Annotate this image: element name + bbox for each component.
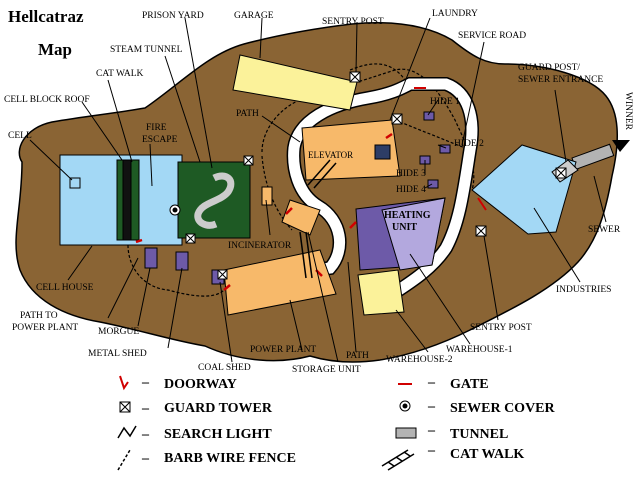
label-hide-3: HIDE 3	[396, 169, 426, 179]
cell-house-building	[59, 154, 183, 246]
label-path-bottom: PATH	[346, 351, 369, 361]
guard-towers	[185, 71, 567, 280]
svg-text:–: –	[427, 399, 436, 414]
label-heating-unit-1: HEATING	[384, 210, 431, 221]
label-cell-house: CELL HOUSE	[36, 283, 94, 293]
label-path-to-power-plant-1: PATH TO	[20, 311, 58, 321]
map-labels: PRISON YARD GARAGE SENTRY POST LAUNDRY S…	[4, 9, 633, 375]
incinerator	[261, 186, 273, 206]
legend-barb-wire-fence: BARB WIRE FENCE	[164, 451, 296, 466]
legend-search-light: SEARCH LIGHT	[164, 427, 272, 442]
label-warehouse-1: WAREHOUSE-1	[446, 345, 513, 355]
label-guard-post: GUARD POST/	[518, 63, 580, 73]
legend-cat-walk-icon	[381, 449, 415, 471]
gates	[414, 87, 487, 211]
legend-tunnel: TUNNEL	[450, 427, 508, 442]
label-fire-escape-2: ESCAPE	[142, 135, 178, 145]
morgue	[144, 247, 158, 269]
legend-search-light-icon	[117, 425, 137, 439]
label-sewer: SEWER	[588, 225, 621, 235]
elevator	[374, 144, 391, 160]
leader-lines	[29, 17, 607, 363]
label-garage: GARAGE	[234, 11, 274, 21]
legend-sewer-cover: SEWER COVER	[450, 401, 556, 416]
sewer-covers	[169, 204, 181, 216]
label-storage-unit: STORAGE UNIT	[292, 365, 361, 375]
label-path-to-power-plant-2: POWER PLANT	[12, 323, 78, 333]
label-incinerator: INCINERATOR	[228, 241, 292, 251]
industries-building	[471, 144, 577, 235]
svg-text:–: –	[141, 401, 150, 416]
label-metal-shed: METAL SHED	[88, 349, 147, 359]
cat-walks	[299, 159, 337, 279]
cell	[69, 177, 81, 189]
svg-text:–: –	[141, 451, 150, 466]
svg-text:–: –	[141, 427, 150, 442]
legend-doorway: DOORWAY	[164, 377, 237, 392]
label-fire-escape-1: FIRE	[146, 123, 167, 133]
legend-gate: GATE	[450, 377, 489, 392]
legend-doorway-icon	[119, 375, 129, 391]
label-sentry-post-top: SENTRY POST	[322, 17, 384, 27]
metal-shed	[175, 251, 189, 271]
svg-text:–: –	[427, 443, 436, 458]
label-heating-unit-2: UNIT	[392, 222, 417, 233]
map-subtitle: Map	[38, 40, 72, 59]
label-warehouse-2: WAREHOUSE-2	[386, 355, 453, 365]
legend-barb-wire-icon	[117, 449, 131, 471]
label-morgue: MORGUE	[98, 327, 139, 337]
label-path-top: PATH	[236, 109, 259, 119]
label-coal-shed: COAL SHED	[198, 363, 251, 373]
label-prison-yard: PRISON YARD	[142, 11, 204, 21]
label-sentry-post-bottom: SENTRY POST	[470, 323, 532, 333]
label-hide-2: HIDE 2	[454, 139, 484, 149]
svg-text:–: –	[427, 423, 436, 438]
label-steam-tunnel: STEAM TUNNEL	[110, 45, 183, 55]
legend-guard-tower: GUARD TOWER	[164, 401, 273, 416]
legend-cat-walk: CAT WALK	[450, 447, 524, 462]
svg-text:–: –	[141, 375, 150, 390]
legend-tunnel-icon	[395, 427, 417, 439]
label-service-road: SERVICE ROAD	[458, 31, 526, 41]
label-hide-1: HIDE 1	[430, 97, 460, 107]
label-elevator: ELEVATOR	[308, 150, 353, 160]
label-winner: WINNER	[623, 92, 633, 131]
tunnel-to-winner	[571, 140, 630, 170]
label-hide-4: HIDE 4	[396, 185, 426, 195]
label-power-plant: POWER PLANT	[250, 345, 316, 355]
map-title: Hellcatraz	[8, 7, 84, 26]
power-plant	[223, 249, 337, 316]
warehouse-2	[357, 269, 405, 316]
prison-yard-track	[194, 172, 235, 229]
label-industries: INDUSTRIES	[556, 285, 611, 295]
legend: – DOORWAY – GUARD TOWER – SEARCH LIGHT –…	[117, 375, 556, 471]
garage	[232, 54, 358, 111]
label-cat-walk: CAT WALK	[96, 69, 144, 79]
label-cell: CELL	[8, 131, 32, 141]
label-cell-block-roof: CELL BLOCK ROOF	[4, 95, 90, 105]
label-laundry: LAUNDRY	[432, 9, 478, 19]
label-sewer-entrance: SEWER ENTRANCE	[518, 75, 603, 85]
svg-text:–: –	[427, 375, 436, 390]
heating-unit-roof	[381, 197, 446, 271]
